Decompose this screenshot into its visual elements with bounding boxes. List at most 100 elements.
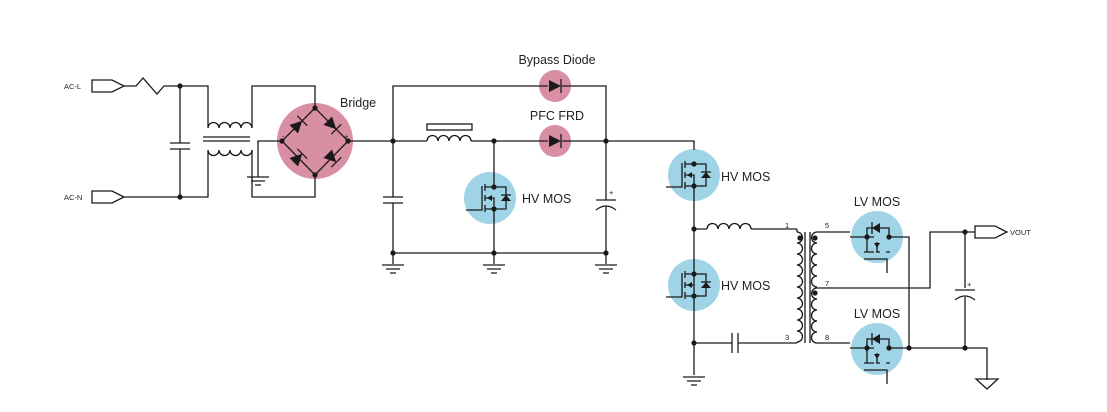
junction-dot bbox=[864, 345, 870, 351]
wire bbox=[817, 231, 975, 289]
vout-connector bbox=[974, 225, 1009, 239]
junction-dot bbox=[886, 234, 892, 240]
wire bbox=[251, 85, 316, 128]
junction-dot bbox=[491, 184, 497, 190]
ground-icon bbox=[683, 376, 705, 386]
pfc-cap-plus-mark: + bbox=[609, 188, 614, 197]
gate-wire bbox=[864, 369, 888, 384]
hv-mos-low-icon bbox=[666, 271, 711, 299]
junction-dot bbox=[886, 345, 892, 351]
junction-dot bbox=[345, 138, 351, 144]
diode-triangle bbox=[549, 80, 561, 92]
pfc-mos-label: HV MOS bbox=[522, 192, 571, 206]
hv-mos-high-icon bbox=[666, 161, 711, 189]
output-ground-icon bbox=[974, 378, 1000, 390]
body-diode bbox=[872, 334, 880, 344]
choke-core-icon bbox=[203, 136, 250, 142]
body-diode bbox=[501, 195, 511, 201]
diode-bar bbox=[296, 148, 308, 160]
bridge-minus-mark: - bbox=[282, 132, 285, 141]
wire bbox=[251, 150, 316, 198]
junction-dot bbox=[864, 234, 870, 240]
mosfet-arrow bbox=[874, 354, 880, 359]
inductor-core-icon bbox=[426, 123, 473, 131]
junction-dot bbox=[491, 138, 497, 144]
bypass-diode-icon bbox=[549, 79, 562, 93]
terminal-ac-n-label: AC-N bbox=[64, 193, 82, 202]
lv-mos-bottom-highlight bbox=[851, 323, 903, 375]
wire bbox=[392, 141, 607, 254]
output-capacitor-icon bbox=[954, 289, 976, 301]
ac-n-connector bbox=[91, 190, 126, 204]
junction-dot bbox=[312, 105, 318, 111]
bridge-label: Bridge bbox=[340, 96, 376, 110]
junction-dot bbox=[691, 183, 697, 189]
out-cap-plus-mark: + bbox=[967, 280, 972, 289]
junction-dot bbox=[906, 345, 912, 351]
hv-mos-low-label: HV MOS bbox=[721, 279, 770, 293]
ac-l-connector bbox=[91, 79, 126, 93]
diode-bar bbox=[296, 115, 308, 127]
terminal-vout-label: VOUT bbox=[1010, 228, 1031, 237]
mosfet-body bbox=[850, 345, 890, 364]
transformer-secondary-icon bbox=[810, 231, 818, 288]
lv-mos-top-icon bbox=[850, 222, 890, 273]
junction-dot bbox=[177, 194, 183, 200]
capacitor-icon bbox=[383, 196, 403, 204]
lv-mos-top-label: LV MOS bbox=[854, 195, 900, 209]
choke-coil-icon bbox=[207, 149, 253, 157]
ground-icon bbox=[595, 264, 617, 274]
diode-bar bbox=[330, 156, 342, 168]
junction-dot bbox=[812, 290, 818, 296]
transformer-core-icon bbox=[804, 232, 811, 343]
bridge-highlight bbox=[277, 103, 353, 179]
body-diode bbox=[872, 223, 880, 233]
ground-icon bbox=[247, 176, 269, 186]
mosfet-body bbox=[850, 234, 890, 253]
mosfet-body bbox=[666, 271, 695, 299]
body-diode bbox=[701, 172, 711, 178]
transformer-primary-icon bbox=[796, 231, 804, 343]
junction-dot bbox=[177, 83, 183, 89]
junction-dot bbox=[491, 206, 497, 212]
gate-wire bbox=[864, 258, 888, 273]
pin-5-label: 5 bbox=[825, 221, 829, 230]
pin-8-label: 8 bbox=[825, 333, 829, 342]
junction-dot bbox=[491, 250, 497, 256]
pin-7-label: 7 bbox=[825, 279, 829, 288]
mosfet-arrow bbox=[687, 172, 692, 178]
ground-icon bbox=[483, 264, 505, 274]
capacitor-icon bbox=[170, 142, 190, 150]
junction-dot bbox=[797, 235, 803, 241]
junction-dot bbox=[812, 235, 818, 241]
bridge-plus-mark: + bbox=[344, 132, 349, 141]
junction-dot bbox=[279, 138, 285, 144]
junction-dot bbox=[691, 226, 697, 232]
lv-mos-bottom-label: LV MOS bbox=[854, 307, 900, 321]
pin-3-label: 3 bbox=[785, 333, 789, 342]
transformer-secondary-icon bbox=[810, 287, 818, 344]
junction-dot bbox=[691, 271, 697, 277]
bypass-diode-label: Bypass Diode bbox=[518, 53, 595, 67]
pin-1-label: 1 bbox=[785, 221, 789, 230]
wire bbox=[889, 347, 988, 380]
wire bbox=[175, 85, 209, 128]
ground-icon bbox=[382, 264, 404, 274]
pfc-frd-label: PFC FRD bbox=[530, 109, 584, 123]
junction-dot bbox=[390, 138, 396, 144]
junction-dot bbox=[390, 250, 396, 256]
wire bbox=[124, 150, 209, 198]
fuse-icon bbox=[124, 77, 175, 95]
body-diode bbox=[701, 282, 711, 288]
wire bbox=[889, 236, 910, 348]
diode-triangle bbox=[549, 135, 561, 147]
junction-dot bbox=[691, 340, 697, 346]
mosfet-body bbox=[666, 161, 695, 189]
pfc-inductor-icon bbox=[426, 134, 472, 142]
junction-dot bbox=[691, 161, 697, 167]
pfc-frd-icon bbox=[549, 134, 562, 148]
lv-mos-top-highlight bbox=[851, 211, 903, 263]
resonant-capacitor-icon bbox=[731, 333, 739, 353]
junction-dot bbox=[962, 229, 968, 235]
